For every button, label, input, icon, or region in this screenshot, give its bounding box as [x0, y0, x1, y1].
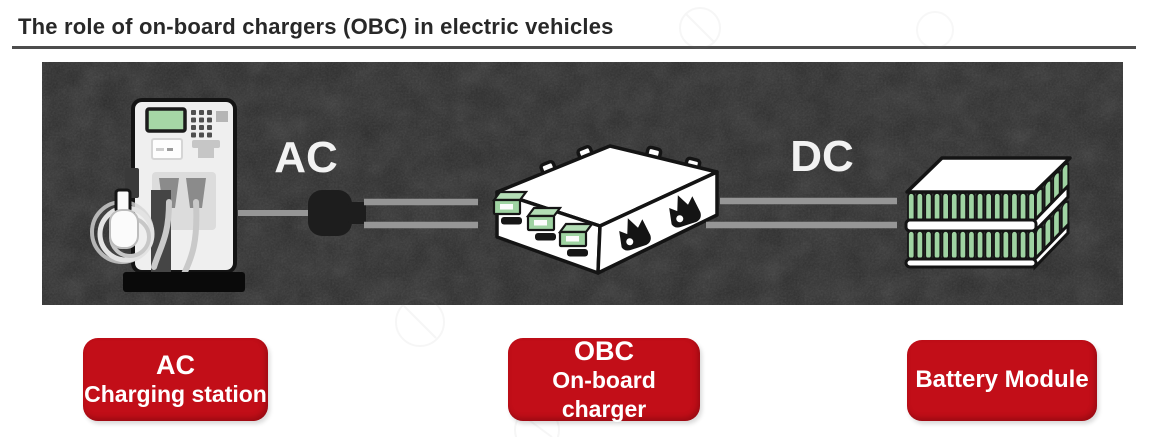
- dc-wires-to-battery: [706, 197, 897, 229]
- badge-battery-title: Battery Module: [915, 366, 1089, 394]
- battery-module-icon: [904, 156, 1072, 271]
- ac-label: AC: [274, 133, 338, 182]
- title-underline: [12, 46, 1136, 49]
- ac-wires-to-obc: [364, 198, 478, 229]
- charging-station-icon: [90, 98, 245, 292]
- obc-flow-diagram: AC: [42, 62, 1123, 305]
- dc-label: DC: [790, 132, 854, 181]
- badge-ac-subtitle: Charging station: [84, 381, 267, 408]
- obc-brackets: [613, 190, 703, 253]
- badge-obc-onboard-charger: OBC On-board charger: [508, 335, 700, 422]
- badge-battery-module: Battery Module: [907, 340, 1097, 421]
- badge-ac-title: AC: [156, 350, 195, 380]
- badge-ac-charging-station: AC Charging station: [83, 338, 268, 421]
- badge-obc-subtitle: On-board charger: [552, 366, 656, 422]
- obc-connectors: [491, 190, 595, 257]
- ac-plug-icon: [308, 190, 366, 236]
- badge-obc-title: OBC: [574, 335, 634, 366]
- page-title: The role of on-board chargers (OBC) in e…: [18, 14, 614, 39]
- obc-box-icon: [491, 144, 719, 275]
